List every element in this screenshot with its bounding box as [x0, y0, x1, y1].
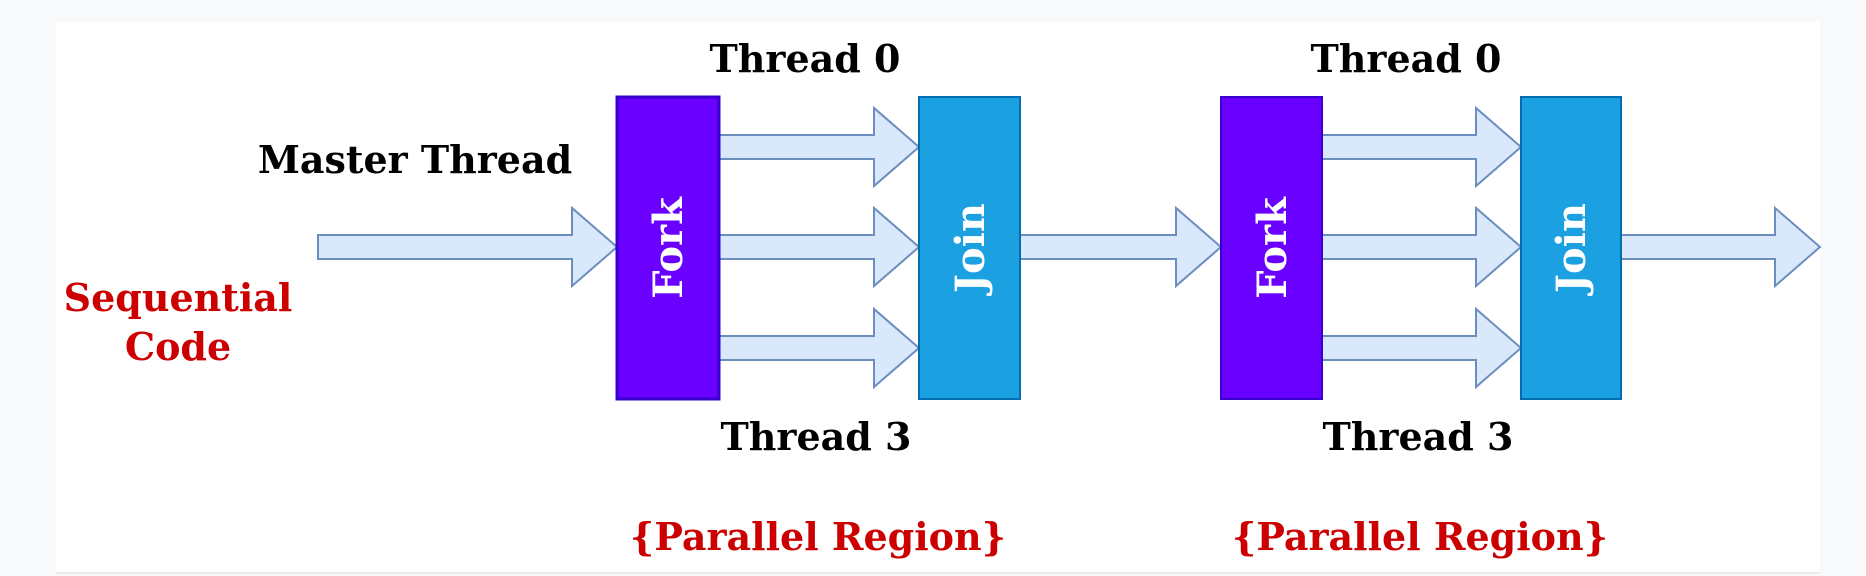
fork-label-2: Fork	[1249, 196, 1296, 299]
thread-arrow-1-top	[718, 105, 921, 189]
output-arrow	[1620, 205, 1822, 289]
join-box-2	[1520, 96, 1622, 400]
master-thread-label: Master Thread	[258, 137, 572, 182]
join-label-1: Join	[947, 203, 994, 296]
divider	[56, 572, 1820, 574]
thread-arrow-1-bottom	[718, 306, 921, 390]
thread-3-label-1: Thread 3	[721, 414, 912, 459]
parallel-region-label-1: {Parallel Region}	[630, 514, 1006, 559]
join-label-2: Join	[1548, 203, 1595, 296]
join-box-1	[918, 96, 1021, 400]
master-arrow	[317, 205, 619, 289]
thread-arrow-2-mid	[1321, 205, 1523, 289]
fork-box-1	[615, 95, 721, 401]
thread-arrow-2-bottom	[1321, 306, 1523, 390]
arrows-group	[317, 105, 1822, 390]
parallel-region-label-2: {Parallel Region}	[1232, 514, 1608, 559]
thread-arrow-2-top	[1321, 105, 1523, 189]
sequential-label-line1: Sequential	[64, 275, 293, 320]
thread-arrow-1-mid	[718, 205, 921, 289]
thread-0-label-2: Thread 0	[1311, 36, 1502, 81]
thread-3-label-2: Thread 3	[1323, 414, 1514, 459]
sequential-label-line2: Code	[125, 324, 231, 369]
fork-label-1: Fork	[645, 196, 692, 299]
fork-box-2	[1220, 96, 1323, 400]
sequential-arrow-middle	[1019, 205, 1223, 289]
thread-0-label-1: Thread 0	[710, 36, 901, 81]
